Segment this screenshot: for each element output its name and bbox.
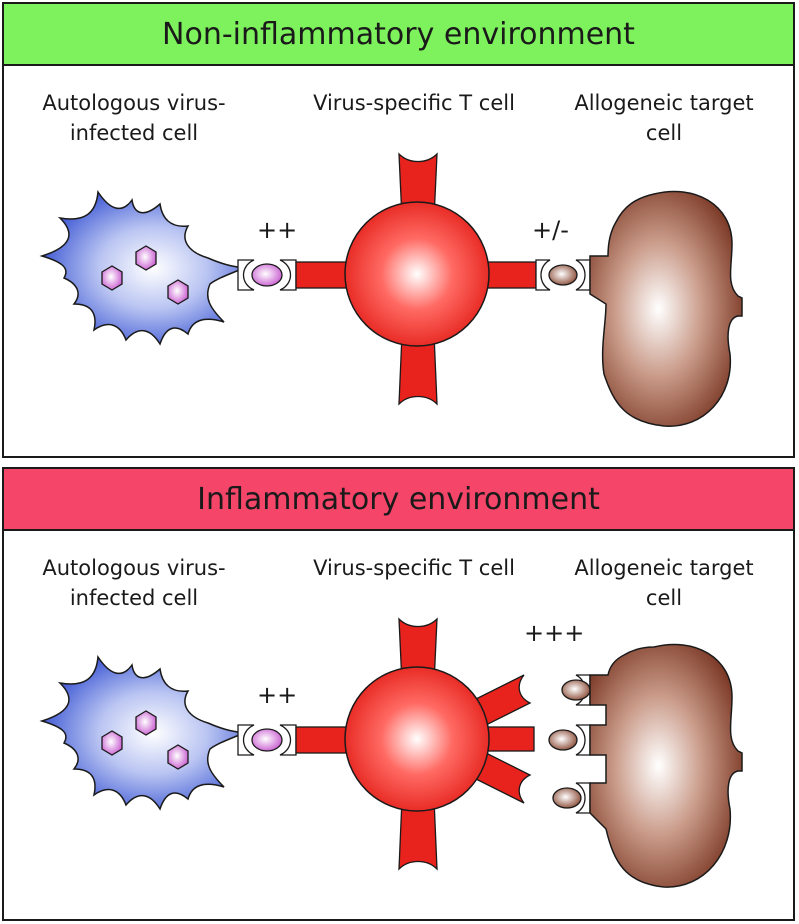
tcell-label: Virus-specific T cell xyxy=(313,556,515,580)
tcell-receptor-arm xyxy=(398,333,438,406)
receptor-cup-icon xyxy=(535,259,551,291)
autologous-affinity-label: ++ xyxy=(257,681,298,709)
receptor-cup-icon xyxy=(279,724,297,756)
alloantigen-complex-icon xyxy=(561,679,591,701)
tcell-receptor-arm xyxy=(295,261,347,289)
allogeneic-cell-label: Allogeneic target cell xyxy=(574,556,754,610)
autologous-cell-label: Autologous virus- infected cell xyxy=(42,556,226,610)
receptor-cup-icon xyxy=(575,782,591,814)
virus-icon xyxy=(101,730,123,756)
antigen-complex-icon xyxy=(251,728,283,752)
virus-specific-tcell xyxy=(344,201,490,347)
tcell-label: Virus-specific T cell xyxy=(313,91,515,115)
allogeneic-cell-label: Allogeneic target cell xyxy=(574,91,754,145)
tcell-receptor-arm xyxy=(295,726,347,754)
tcell-receptor-arm xyxy=(471,674,532,728)
allogeneic-target-cell xyxy=(589,643,743,888)
antigen-complex-icon xyxy=(251,263,283,287)
autologous-cell-label: Autologous virus- infected cell xyxy=(42,91,226,145)
receptor-cup-icon xyxy=(279,259,297,291)
virus-icon xyxy=(135,710,157,736)
allogeneic-affinity-label: +/- xyxy=(532,216,569,244)
virus-icon xyxy=(167,279,189,305)
alloantigen-complex-icon xyxy=(552,787,582,809)
inflammatory-panel: Inflammatory environment Autologous viru… xyxy=(2,467,795,921)
tcell-receptor-arm xyxy=(471,750,532,804)
virus-icon xyxy=(167,744,189,770)
virus-specific-tcell xyxy=(344,666,490,812)
receptor-cup-icon xyxy=(575,259,591,291)
tcell-receptor-arm xyxy=(398,798,438,871)
virus-icon xyxy=(101,265,123,291)
alloantigen-complex-icon xyxy=(548,264,578,286)
receptor-cup-icon xyxy=(237,724,255,756)
alloantigen-complex-icon xyxy=(548,729,578,751)
receptor-cup-icon xyxy=(575,724,591,756)
virus-icon xyxy=(135,245,157,271)
panel-title: Non-inflammatory environment xyxy=(4,4,793,66)
autologous-affinity-label: ++ xyxy=(257,216,298,244)
allogeneic-target-cell xyxy=(589,190,743,427)
non-inflammatory-panel: Non-inflammatory environment Autologous … xyxy=(2,2,795,458)
allogeneic-affinity-label: +++ xyxy=(524,619,585,647)
non-inflammatory-diagram xyxy=(39,152,743,427)
panel-title: Inflammatory environment xyxy=(4,469,793,531)
inflammatory-diagram xyxy=(39,617,743,888)
receptor-cup-icon xyxy=(237,259,255,291)
